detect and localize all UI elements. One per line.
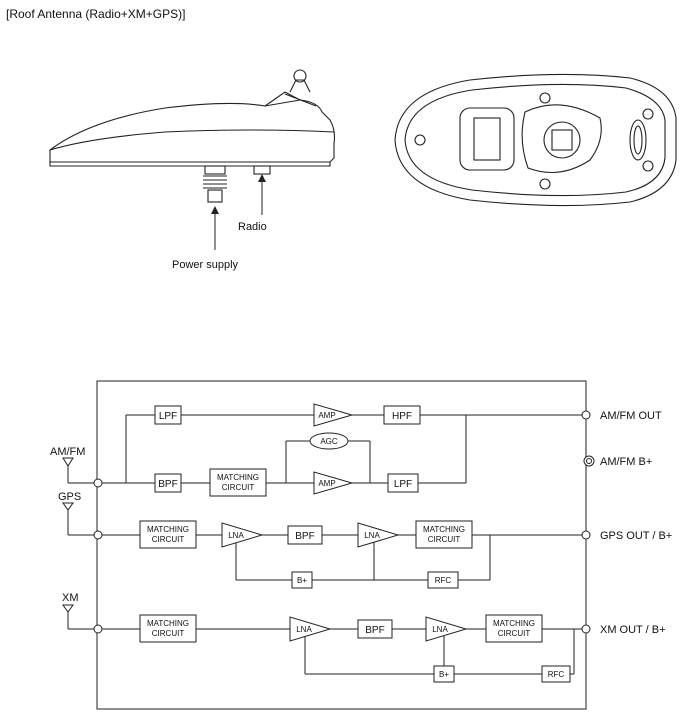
- xm-matching-circuit-in: [139, 614, 197, 643]
- xm-input-terminal: [93, 624, 103, 634]
- gps-lna-1: [221, 522, 264, 548]
- figure-title: [Roof Antenna (Radio+XM+GPS)]: [6, 7, 186, 21]
- amfm-out-terminal: [581, 410, 591, 420]
- xm-matching-out-line1: MATCHING: [493, 619, 535, 628]
- xm-lna-1: [289, 616, 332, 642]
- gps-rfc-block: [427, 571, 459, 589]
- amfm-bpf-label: BPF: [158, 479, 177, 490]
- gps-lna-2-label: LNA: [364, 531, 380, 540]
- xm-bpf-label: BPF: [365, 625, 384, 636]
- gps-matching-circuit-out: [415, 520, 473, 549]
- amfm-input-terminal: [93, 478, 103, 488]
- amfm-amp-upper-label: AMP: [318, 411, 335, 420]
- xm-bplus-label: B+: [439, 670, 449, 679]
- antenna-side-view: [49, 69, 336, 203]
- amfm-amp-lower-label: AMP: [318, 479, 335, 488]
- gps-bplus-label: B+: [297, 576, 307, 585]
- amfm-out-label: AM/FM OUT: [600, 410, 662, 422]
- xm-out-terminal: [581, 624, 591, 634]
- gps-matching-in-line1: MATCHING: [147, 525, 189, 534]
- gps-bpf-block: [287, 525, 323, 545]
- xm-bplus-block: [433, 665, 455, 683]
- radio-arrow: [258, 174, 266, 215]
- gps-input-terminal: [93, 530, 103, 540]
- gps-bplus-block: [291, 571, 313, 589]
- power-supply-arrow: [211, 206, 219, 250]
- antenna-top-view: [394, 73, 677, 207]
- amfm-amp-upper: [313, 403, 354, 427]
- amfm-lpf-lower-label: LPF: [394, 479, 412, 490]
- gps-input-label: GPS: [58, 491, 81, 503]
- radio-label: Radio: [238, 221, 267, 233]
- gps-lna-2: [357, 522, 400, 548]
- amfm-wiring: [62, 414, 582, 484]
- xm-matching-in-line1: MATCHING: [147, 619, 189, 628]
- antenna-module-frame: [96, 380, 587, 710]
- amfm-lpf-block: [154, 405, 182, 425]
- amfm-agc-block: [309, 432, 349, 450]
- amfm-hpf-label: HPF: [392, 411, 412, 422]
- xm-out-label: XM OUT / B+: [600, 624, 666, 636]
- gps-matching-out-line1: MATCHING: [423, 525, 465, 534]
- xm-matching-circuit-out: [485, 614, 543, 643]
- power-supply-label: Power supply: [172, 259, 239, 271]
- xm-input-label: XM: [62, 592, 79, 604]
- xm-lna-2: [425, 616, 468, 642]
- gps-out-label: GPS OUT / B+: [600, 530, 672, 542]
- gps-bpf-label: BPF: [295, 531, 314, 542]
- amfm-input-label: AM/FM: [50, 446, 85, 458]
- gps-out-terminal: [581, 530, 591, 540]
- amfm-lpf-label: LPF: [159, 411, 177, 422]
- gps-matching-out-line2: CIRCUIT: [428, 535, 461, 544]
- xm-lna-1-label: LNA: [296, 625, 312, 634]
- gps-matching-circuit-in: [139, 520, 197, 549]
- xm-matching-out-line2: CIRCUIT: [498, 629, 531, 638]
- xm-lna-2-label: LNA: [432, 625, 448, 634]
- amfm-matching-line2: CIRCUIT: [222, 483, 255, 492]
- amfm-amp-lower: [313, 471, 354, 495]
- amfm-agc-label: AGC: [320, 437, 338, 446]
- xm-rfc-block: [541, 665, 571, 683]
- amfm-hpf-block: [383, 405, 421, 425]
- gps-lna-1-label: LNA: [228, 531, 244, 540]
- gps-rfc-label: RFC: [435, 576, 452, 585]
- amfm-lpf-lower-block: [387, 473, 419, 493]
- amfm-matching-line1: MATCHING: [217, 473, 259, 482]
- xm-matching-in-line2: CIRCUIT: [152, 629, 185, 638]
- xm-wiring: [62, 604, 582, 675]
- xm-rfc-label: RFC: [548, 670, 565, 679]
- gps-matching-in-line2: CIRCUIT: [152, 535, 185, 544]
- amfm-bplus-label: AM/FM B+: [600, 456, 652, 468]
- amfm-bpf-block: [154, 473, 182, 493]
- xm-bpf-block: [357, 619, 393, 639]
- amfm-bplus-terminal: [583, 455, 595, 467]
- amfm-matching-circuit: [209, 468, 267, 497]
